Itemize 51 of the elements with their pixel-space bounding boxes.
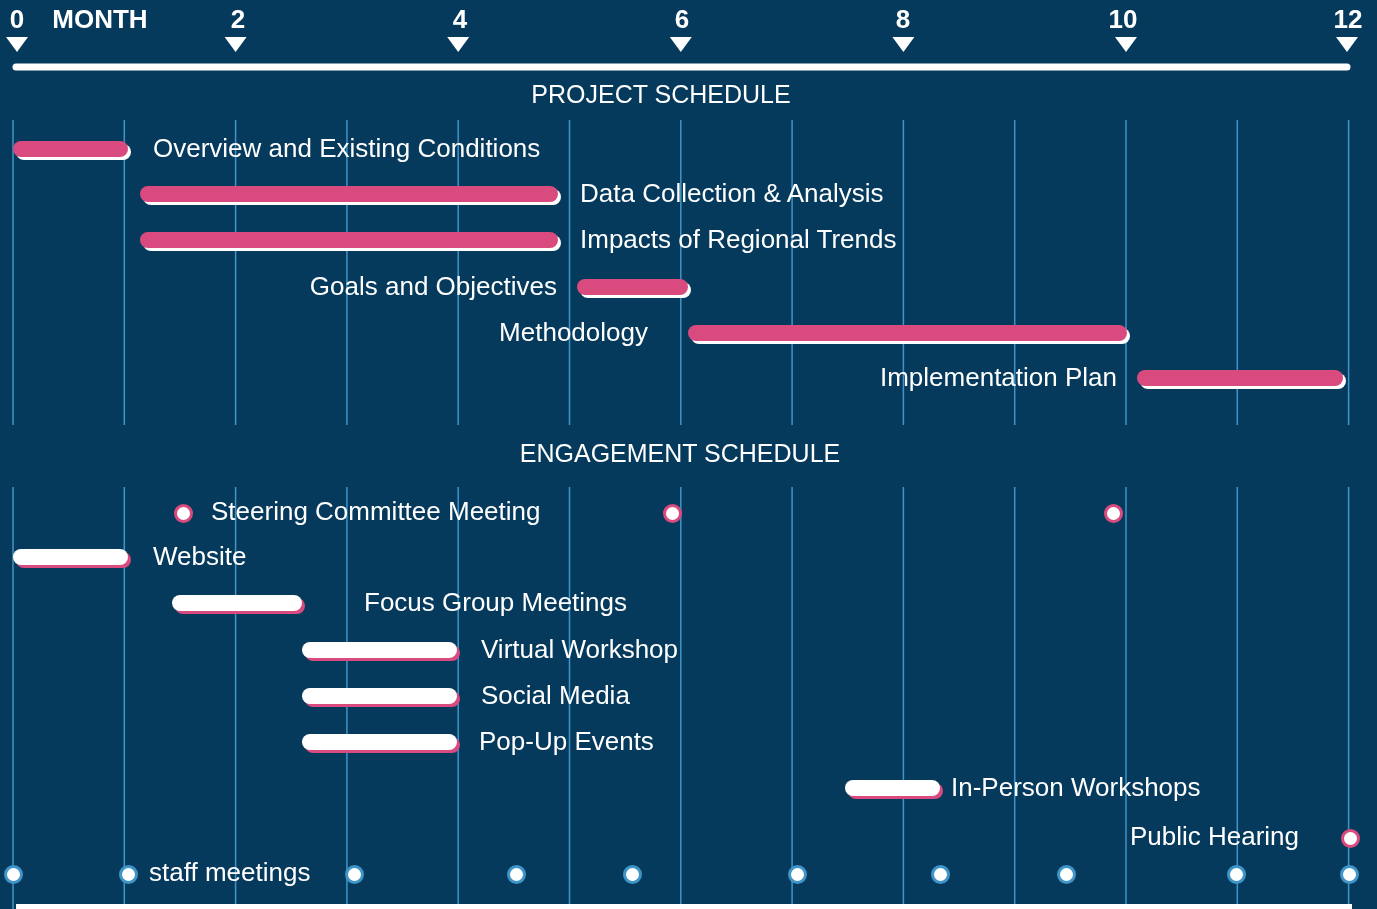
bar-label: Website (153, 541, 247, 571)
milestone-dot (345, 865, 364, 884)
milestone-dot (1057, 865, 1076, 884)
bar-label: Pop-Up Events (479, 726, 654, 756)
milestone-dot (119, 865, 138, 884)
axis-label: 8 (895, 4, 911, 34)
axis-label: 0 (9, 4, 25, 34)
schedule-bar (140, 186, 558, 202)
axis-label: 4 (452, 4, 468, 34)
axis-label: MONTH (52, 4, 148, 34)
schedule-bar (302, 688, 457, 704)
schedule-bar (302, 734, 457, 750)
section-heading: PROJECT SCHEDULE (531, 79, 791, 109)
milestone-dot (1227, 865, 1246, 884)
bar-label: Social Media (481, 680, 630, 710)
milestone-dot (663, 504, 682, 523)
bar-label: Virtual Workshop (481, 634, 679, 664)
schedule-bar (13, 141, 128, 157)
schedule-bar (577, 279, 688, 295)
bar-label: Steering Committee Meeting (211, 496, 541, 526)
milestone-dot (1104, 504, 1123, 523)
milestone-dot (931, 865, 950, 884)
schedule-bar (688, 325, 1127, 341)
schedule-bar (845, 780, 940, 796)
bar-label: Data Collection & Analysis (580, 178, 884, 208)
milestone-dot (1341, 829, 1360, 848)
axis-label: 6 (674, 4, 690, 34)
schedule-bar (13, 549, 128, 565)
bar-label: In-Person Workshops (951, 772, 1201, 802)
bar-label: staff meetings (149, 857, 311, 887)
milestone-dot (507, 865, 526, 884)
axis-label: 10 (1108, 4, 1138, 34)
bar-label: Impacts of Regional Trends (580, 224, 897, 254)
bar-label: Implementation Plan (879, 362, 1117, 392)
milestone-dot (4, 865, 23, 884)
schedule-bar (140, 232, 558, 248)
milestone-dot (1340, 865, 1359, 884)
section-heading: ENGAGEMENT SCHEDULE (519, 438, 841, 468)
schedule-bar (1137, 370, 1343, 386)
schedule-bar (302, 642, 457, 658)
schedule-bar (172, 595, 302, 611)
bar-label: Focus Group Meetings (364, 587, 627, 617)
milestone-dot (788, 865, 807, 884)
bar-label: Public Hearing (1129, 821, 1299, 851)
bar-label: Methodology (499, 317, 648, 347)
axis-label: 2 (230, 4, 246, 34)
axis-label: 12 (1333, 4, 1363, 34)
milestone-dot (623, 865, 642, 884)
milestone-dot (174, 504, 193, 523)
bar-label: Goals and Objectives (309, 271, 557, 301)
bar-label: Overview and Existing Conditions (153, 133, 541, 163)
